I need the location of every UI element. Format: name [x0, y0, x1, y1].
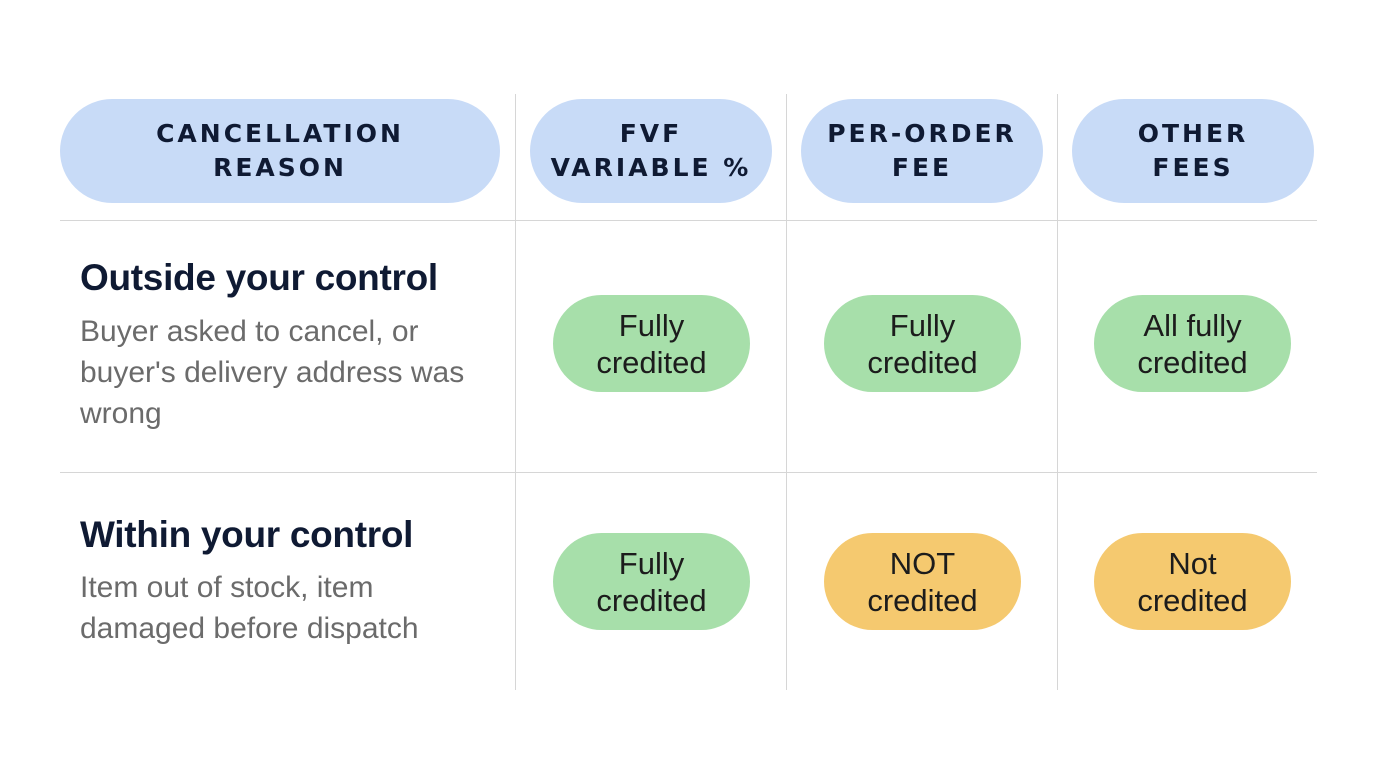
status-badge-outside-other: All fully credited [1094, 295, 1291, 392]
column-divider-3 [1057, 94, 1058, 690]
column-divider-1 [515, 94, 516, 690]
status-badge-within-fvf: Fully credited [553, 533, 750, 630]
header-other-fees: OTHER FEES [1072, 99, 1314, 203]
row-divider-1 [60, 472, 1317, 473]
status-badge-outside-fvf: Fully credited [553, 295, 750, 392]
status-badge-within-per-order: NOT credited [824, 533, 1021, 630]
column-divider-2 [786, 94, 787, 690]
header-per-order-fee: PER-ORDER FEE [801, 99, 1043, 203]
row-title-within-control: Within your control [80, 514, 414, 555]
header-fvf-variable: FVF VARIABLE % [530, 99, 772, 203]
row-title-outside-control: Outside your control [80, 257, 438, 298]
status-badge-outside-per-order: Fully credited [824, 295, 1021, 392]
row-divider-header [60, 220, 1317, 221]
row-description-within-control: Item out of stock, item damaged before d… [80, 571, 419, 645]
status-badge-within-other: Not credited [1094, 533, 1291, 630]
header-cancellation-reason: CANCELLATION REASON [60, 99, 500, 203]
row-description-outside-control: Buyer asked to cancel, or buyer's delive… [80, 315, 465, 430]
